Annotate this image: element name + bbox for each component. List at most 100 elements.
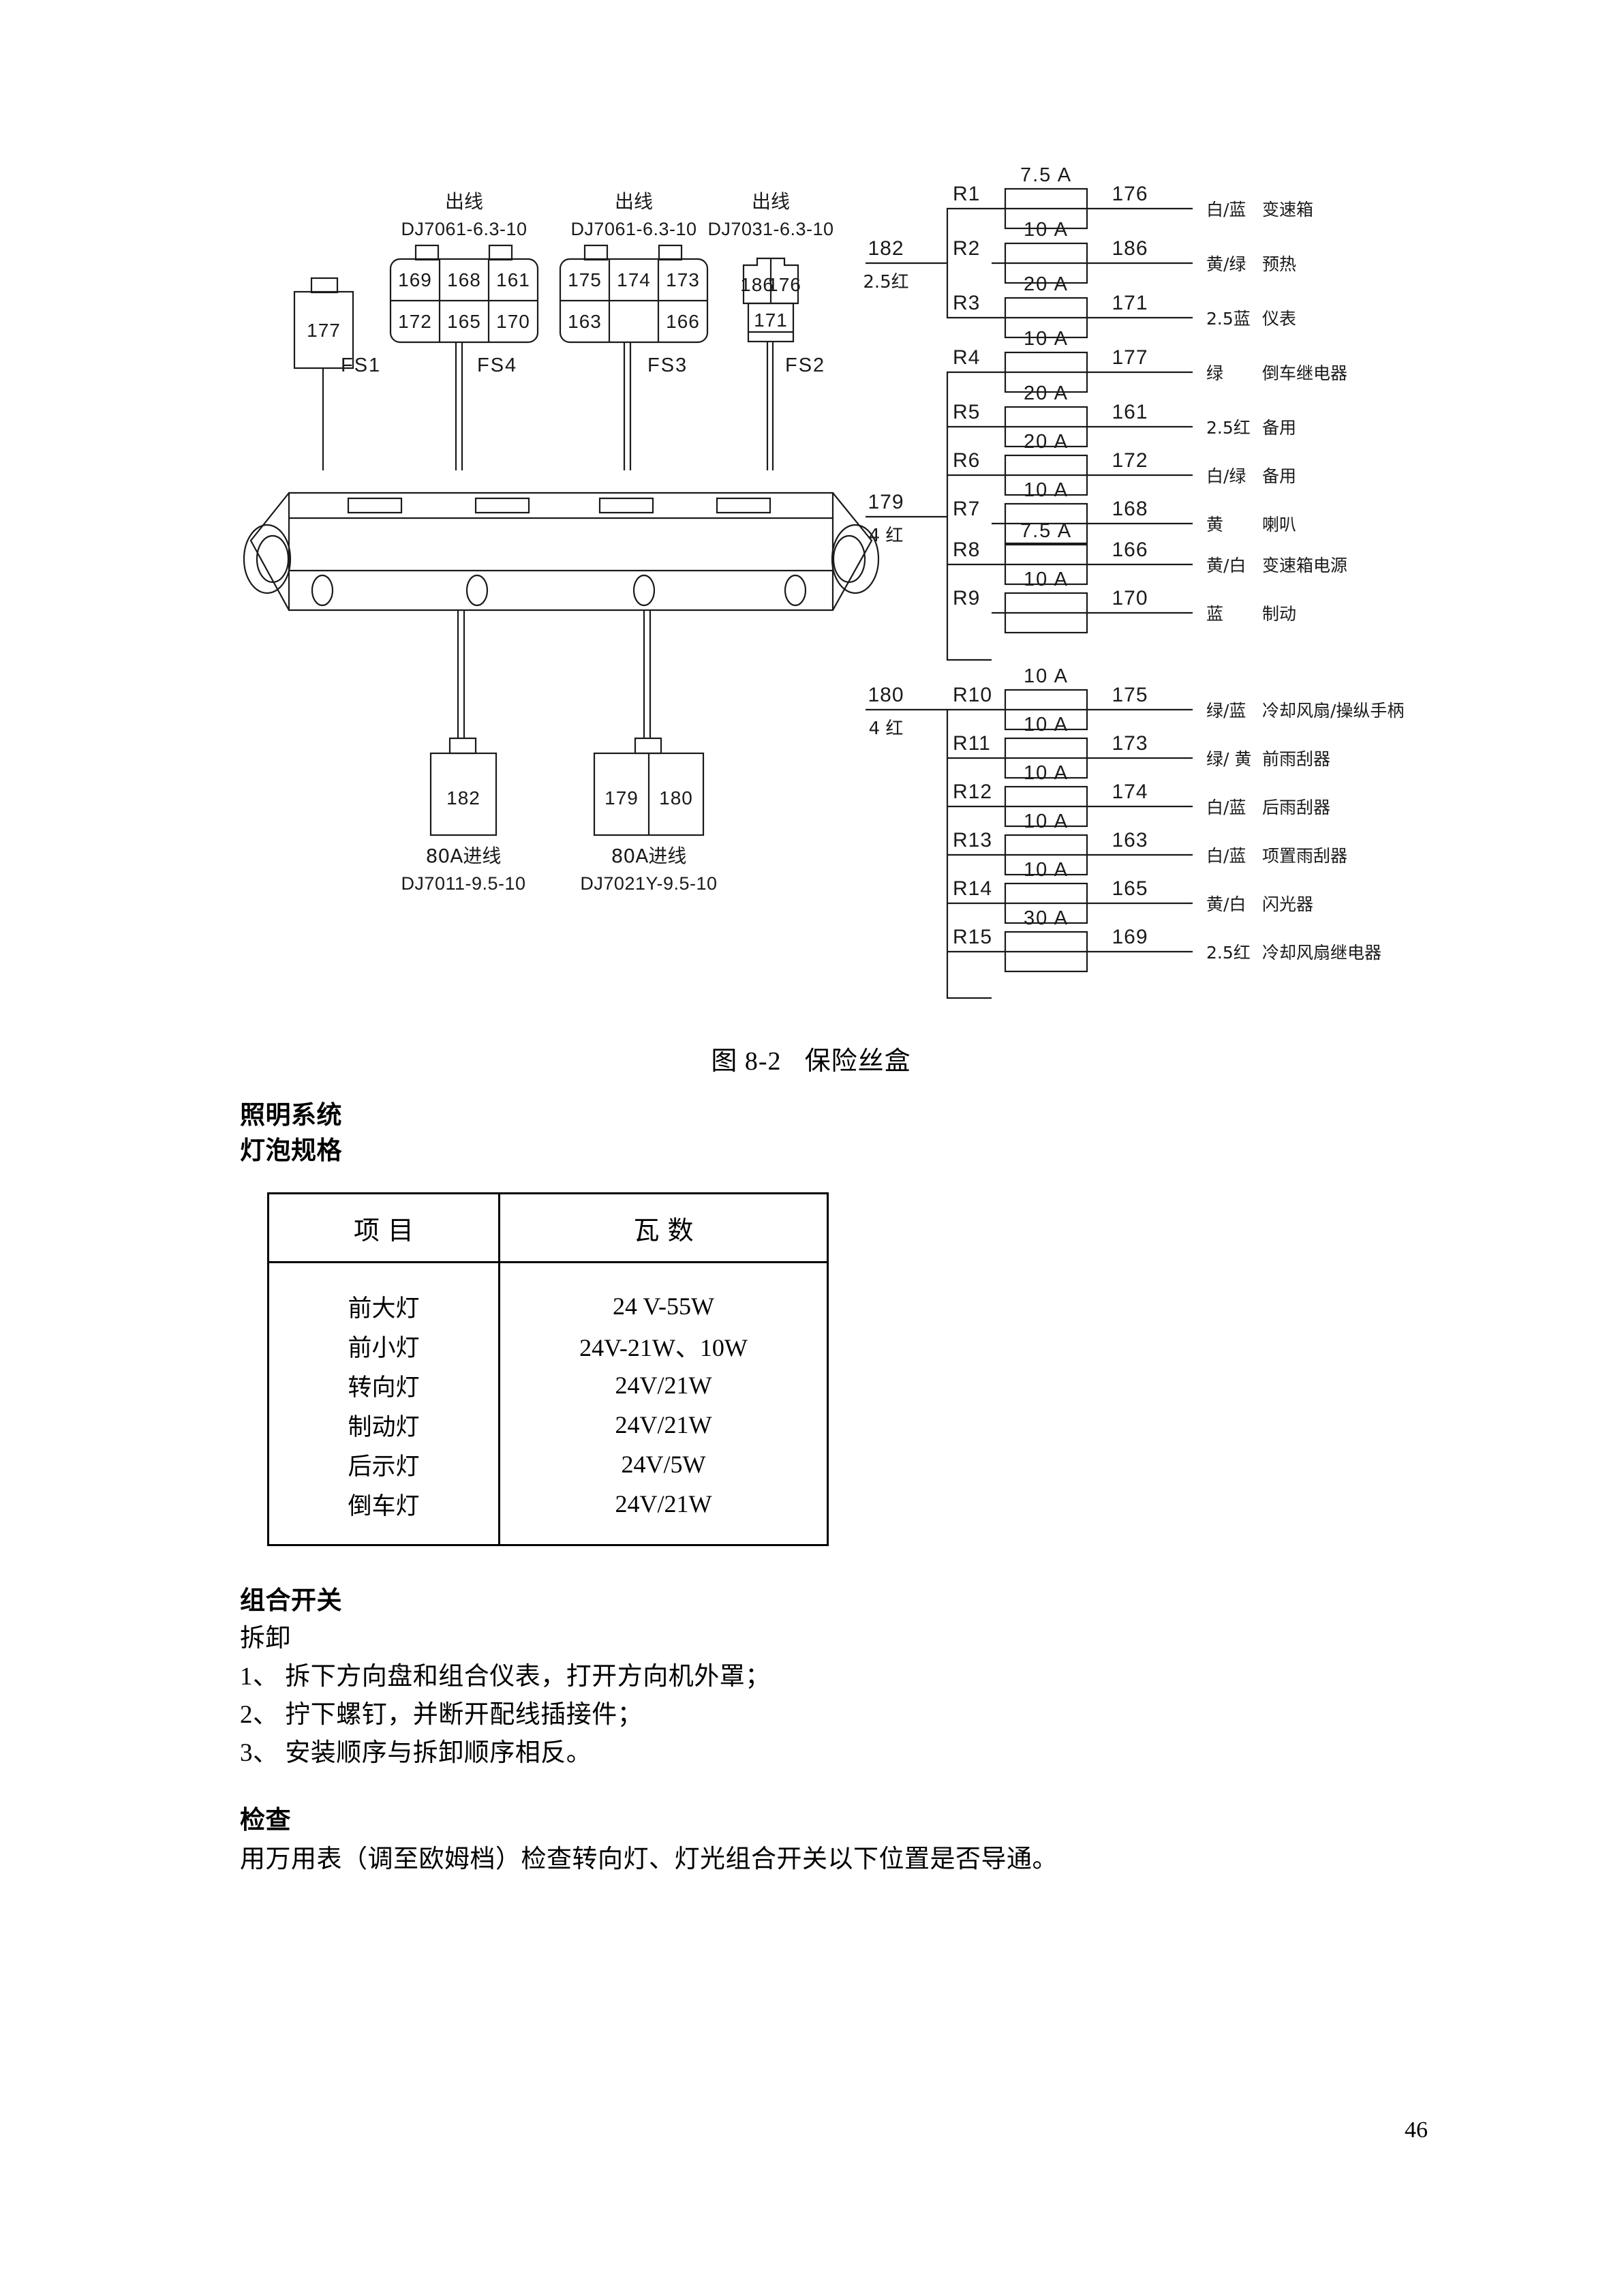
lighting-system-heading: 照明系统 — [240, 1100, 342, 1130]
fuse-wire-no-R5: 161 — [1112, 401, 1148, 423]
connector-fs4-cell-b2: 170 — [496, 311, 530, 332]
fuse-rating-R1: 7.5 A — [1020, 164, 1072, 186]
fuse-body-R10 — [1004, 689, 1088, 731]
connector-fs3-cell-b2: 166 — [666, 311, 700, 332]
housing-hole-3 — [632, 574, 656, 607]
fuse-circuit-R10: 冷却风扇/操纵手柄 — [1262, 701, 1404, 721]
bulb-watt-cell: 24V/21W — [615, 1411, 712, 1438]
fuse-wire-no-R9: 170 — [1112, 587, 1148, 609]
fuse-color-R11: 绿/ 黄 — [1206, 749, 1251, 769]
fuse-circuit-R6: 备用 — [1262, 466, 1296, 486]
fuse-circuit-R14: 闪光器 — [1262, 894, 1313, 914]
fuse-color-R2: 黄/绿 — [1206, 254, 1246, 274]
inspection-heading: 检查 — [240, 1805, 291, 1834]
fuse-circuit-R8: 变速箱电源 — [1262, 556, 1347, 575]
housing-slot-3 — [598, 497, 654, 514]
fuse-body-R4 — [1004, 351, 1088, 393]
fuse-row-group — [992, 187, 1193, 973]
fuse-body-R7 — [1004, 502, 1088, 545]
fuse-body-R12 — [1004, 785, 1088, 828]
connector-fs4-cell-b0: 172 — [398, 311, 432, 332]
fuse-wire-no-R8: 166 — [1112, 539, 1148, 561]
connector-label-FS1: FS1 — [341, 354, 381, 376]
fuse-color-R14: 黄/白 — [1206, 894, 1246, 914]
housing-body — [288, 492, 834, 611]
connector-fs3-tab-a — [583, 244, 609, 261]
bulb-item-cell: 制动灯 — [268, 1405, 500, 1445]
inlet1-cell-182: 182 — [446, 787, 480, 809]
fuse-rating-R3: 20 A — [1024, 273, 1069, 295]
inlet1-tab — [448, 737, 477, 755]
fuse-wire-no-R14: 165 — [1112, 877, 1148, 900]
fuse-circuit-R5: 备用 — [1262, 418, 1296, 438]
removal-step-2: 2、 拧下螺钉，并断开配线插接件； — [240, 1701, 643, 1729]
connector-fs4-tab-a — [414, 244, 440, 261]
connector-fs2-lower — [747, 302, 795, 343]
fuse-ref-R2: R2 — [953, 237, 980, 260]
fuse-circuit-R2: 预热 — [1262, 254, 1296, 274]
fuse-circuit-R1: 变速箱 — [1262, 200, 1313, 220]
fuse-body-R1 — [1004, 187, 1088, 230]
fuse-ref-R7: R7 — [953, 498, 980, 520]
fuse-ref-R10: R10 — [953, 684, 992, 706]
fuse-body-R13 — [1004, 834, 1088, 876]
fuse-circuit-R15: 冷却风扇继电器 — [1262, 943, 1381, 963]
fuse-ref-R1: R1 — [953, 183, 980, 205]
figure-caption: 图 8-2 保险丝盒 — [0, 1040, 1622, 1077]
connector-header-FS3: 出线 — [615, 190, 653, 213]
connector-label-FS3: FS3 — [647, 354, 688, 376]
connector-header-FS4: 出线 — [445, 190, 483, 213]
inlet1-title: 80A进线 — [426, 845, 502, 867]
fuse-rating-R10: 10 A — [1024, 665, 1069, 687]
fuse-color-R3: 2.5蓝 — [1206, 309, 1251, 329]
fuse-body-R14 — [1004, 882, 1088, 924]
fuse-ref-R12: R12 — [953, 781, 992, 803]
fuse-body-R9 — [1004, 592, 1088, 634]
table-header-item: 项 目 — [268, 1193, 500, 1263]
connector-fs1-tab — [310, 277, 339, 294]
removal-step-1: 1、 拆下方向盘和组合仪表，打开方向机外罩； — [240, 1663, 771, 1691]
fuse-color-R15: 2.5红 — [1206, 943, 1251, 963]
bulb-item-cell: 转向灯 — [268, 1365, 500, 1405]
combination-switch-heading: 组合开关 — [240, 1586, 342, 1615]
feed-wire-180: 180 — [868, 684, 904, 706]
feed-spec-179: 4 红 — [869, 526, 904, 546]
housing-left-mount-inner — [256, 534, 290, 584]
bulb-item-cell: 倒车灯 — [268, 1484, 500, 1545]
fuse-color-R4: 绿 — [1206, 363, 1223, 383]
fuse-rating-R12: 10 A — [1024, 762, 1069, 784]
bulb-item-cell: 前小灯 — [268, 1326, 500, 1365]
figure-caption-number: 图 8-2 — [711, 1047, 782, 1076]
inlet2-cell-179: 179 — [605, 787, 639, 809]
inlet2-title: 80A进线 — [611, 845, 687, 867]
housing-hole-1 — [311, 574, 334, 607]
fuse-wire-no-R10: 175 — [1112, 684, 1148, 706]
connector-fs2-cell-171: 171 — [754, 309, 788, 331]
inlet1-part: DJ7011-9.5-10 — [401, 873, 525, 894]
housing-slot-2 — [474, 497, 530, 514]
housing-right-ear — [832, 492, 873, 611]
connector-fs4-cell-b1: 165 — [447, 311, 481, 332]
fuse-rating-R9: 10 A — [1024, 569, 1069, 590]
fuse-color-R7: 黄 — [1206, 515, 1223, 534]
fuse-wire-no-R2: 186 — [1112, 237, 1148, 260]
connector-fs2-cell-176: 176 — [767, 274, 801, 295]
removal-subheading: 拆卸 — [240, 1625, 291, 1652]
inlet1-body — [429, 752, 498, 836]
fuse-ref-R15: R15 — [953, 926, 992, 948]
fuse-circuit-R12: 后雨刮器 — [1262, 798, 1330, 817]
figure-caption-title: 保险丝盒 — [804, 1046, 911, 1076]
fuse-wire-no-R11: 173 — [1112, 732, 1148, 755]
fuse-color-R10: 绿/蓝 — [1206, 701, 1246, 721]
housing-left-ear — [249, 492, 290, 611]
fuse-ref-R9: R9 — [953, 587, 980, 609]
fuse-body-R3 — [1004, 297, 1088, 339]
table-row: 制动灯 24V/21W — [268, 1405, 828, 1445]
figure-text-layer: R17.5 A176白/蓝变速箱R210 A186黄/绿预热R320 A1712… — [307, 164, 1404, 963]
fuse-rating-R15: 30 A — [1024, 907, 1069, 929]
connector-label-FS2: FS2 — [785, 354, 825, 376]
fuse-color-R1: 白/蓝 — [1206, 200, 1246, 220]
